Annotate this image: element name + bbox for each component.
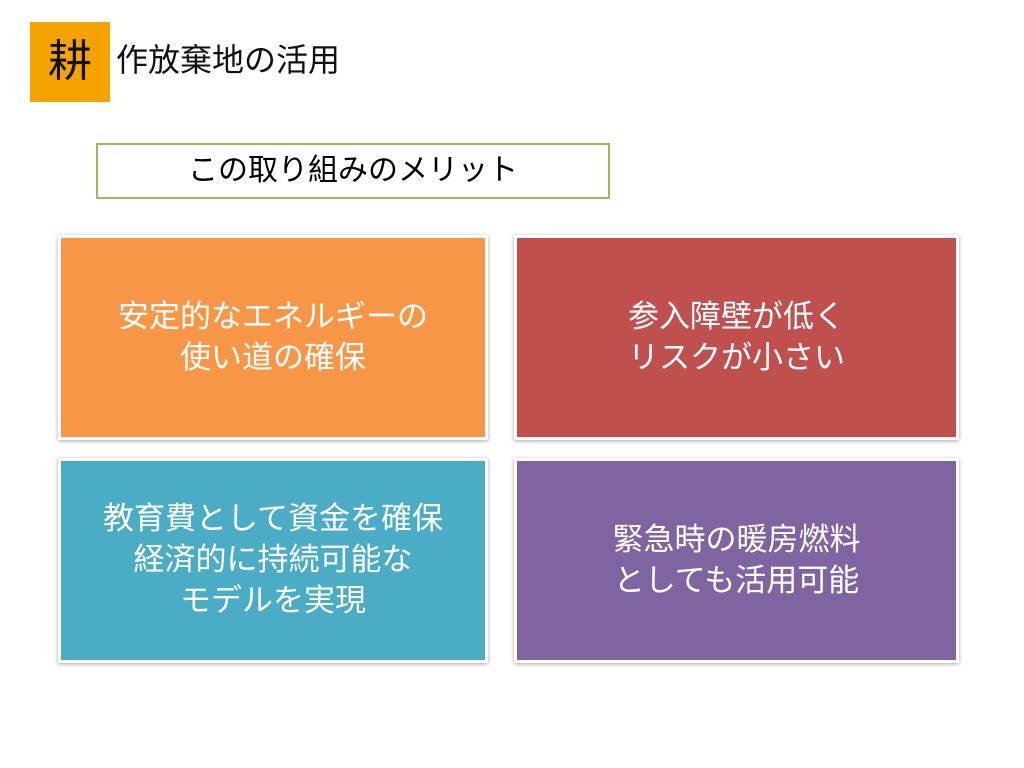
subtitle-text: この取り組みのメリット bbox=[188, 153, 518, 188]
card-low-barrier-risk: 参入障壁が低く リスクが小さい bbox=[514, 235, 959, 440]
title-badge: 耕 bbox=[30, 22, 110, 102]
card-education-funding-text: 教育費として資金を確保 経済的に持続可能な モデルを実現 bbox=[102, 501, 444, 619]
card-education-funding: 教育費として資金を確保 経済的に持続可能な モデルを実現 bbox=[58, 458, 488, 663]
subtitle-box: この取り組みのメリット bbox=[96, 143, 610, 199]
card-energy-usage: 安定的なエネルギーの 使い道の確保 bbox=[58, 235, 488, 440]
page-title: 作放棄地の活用 bbox=[116, 41, 341, 79]
card-low-barrier-risk-text: 参入障壁が低く リスクが小さい bbox=[628, 298, 845, 376]
card-emergency-heating-text: 緊急時の暖房燃料 としても活用可能 bbox=[612, 521, 861, 599]
card-energy-usage-text: 安定的なエネルギーの 使い道の確保 bbox=[118, 298, 428, 376]
card-emergency-heating: 緊急時の暖房燃料 としても活用可能 bbox=[514, 458, 959, 663]
title-badge-char: 耕 bbox=[48, 36, 92, 87]
